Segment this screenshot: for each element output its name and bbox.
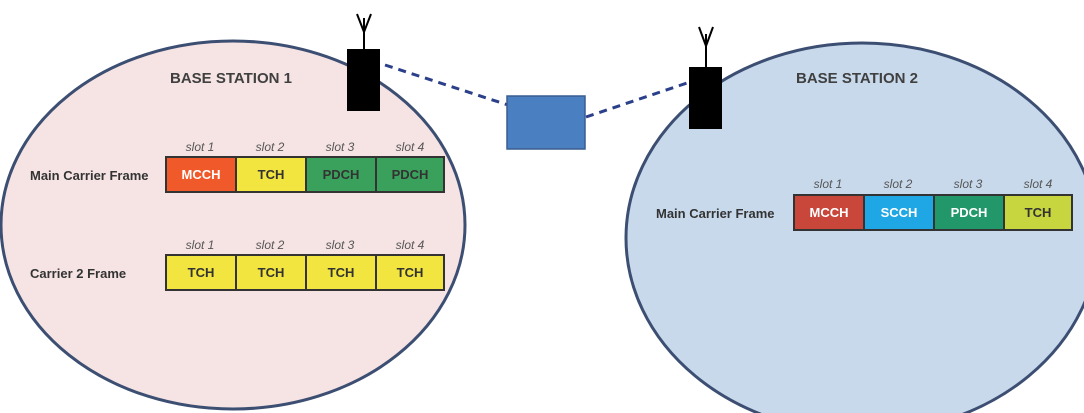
base-station-1-title: BASE STATION 1 [170, 70, 292, 87]
bs1-main-slot-label: slot 4 [395, 140, 425, 154]
bs2-main-channel-pdch: PDCH [933, 194, 1005, 231]
bs1-main-channel-pdch: PDCH [305, 156, 377, 193]
bs2-main-frame-label: Main Carrier Frame [656, 206, 775, 221]
bs1-main-frame-label: Main Carrier Frame [30, 168, 149, 183]
bs1-carrier2-slot-label: slot 4 [395, 238, 425, 252]
bs1-carrier2-slot-label: slot 1 [185, 238, 215, 252]
bs2-main-slot-label: slot 1 [813, 177, 843, 191]
bs1-main-channel-pdch: PDCH [375, 156, 445, 193]
base-station-1-coverage [0, 39, 467, 411]
bs1-carrier2-slot-label: slot 3 [325, 238, 355, 252]
controller-node [506, 95, 586, 150]
antenna-icon-bs1 [347, 13, 380, 111]
bs1-carrier2-channel-tch: TCH [235, 254, 307, 291]
link-line-bs1 [384, 63, 509, 107]
bs2-main-slot-label: slot 2 [883, 177, 913, 191]
bs2-main-channel-tch: TCH [1003, 194, 1073, 231]
bs1-main-slot-label: slot 2 [255, 140, 285, 154]
bs2-main-channel-mcch: MCCH [793, 194, 865, 231]
base-station-2-title: BASE STATION 2 [796, 70, 918, 87]
bs1-main-slot-label: slot 1 [185, 140, 215, 154]
bs1-carrier2-channel-tch: TCH [375, 254, 445, 291]
bs2-main-slot-label: slot 4 [1023, 177, 1053, 191]
bs1-carrier2-channel-tch: TCH [165, 254, 237, 291]
antenna-icon-bs2 [689, 26, 722, 129]
bs1-carrier2-frame-label: Carrier 2 Frame [30, 266, 127, 281]
link-line-bs2 [585, 80, 691, 119]
bs2-main-slot-label: slot 3 [953, 177, 983, 191]
bs1-main-channel-tch: TCH [235, 156, 307, 193]
bs1-carrier2-slot-label: slot 2 [255, 238, 285, 252]
bs1-carrier2-channel-tch: TCH [305, 254, 377, 291]
bs1-main-slot-label: slot 3 [325, 140, 355, 154]
bs1-main-channel-mcch: MCCH [165, 156, 237, 193]
bs2-main-channel-scch: SCCH [863, 194, 935, 231]
